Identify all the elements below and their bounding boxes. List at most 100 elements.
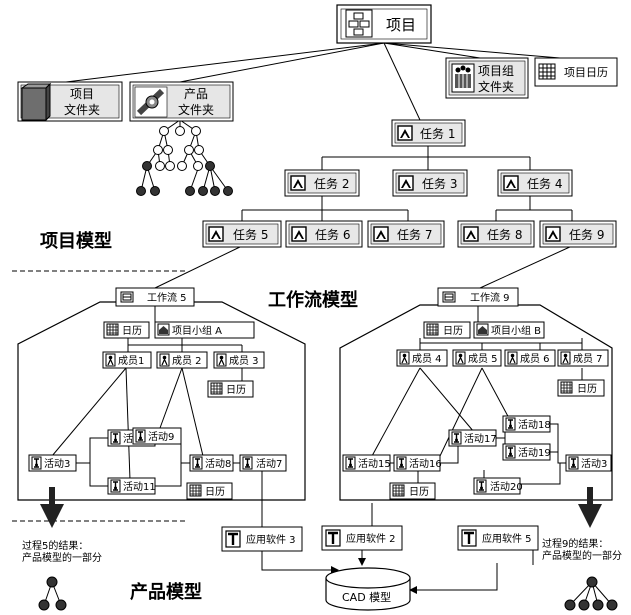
- project-model-label: 项目模型: [40, 230, 112, 252]
- activity-label: 活动8: [205, 458, 231, 470]
- workflow-9-member-calendar[interactable]: 日历: [557, 379, 605, 397]
- workflow-5-team[interactable]: 项目小组 A: [154, 321, 255, 339]
- activity-icon: [345, 456, 356, 470]
- task-5[interactable]: 任务 5: [202, 220, 282, 248]
- workflow-5-member-3[interactable]: 成员 3: [213, 351, 265, 369]
- product-model-label: 产品模型: [130, 581, 202, 603]
- workflow-9-calendar[interactable]: 日历: [423, 321, 471, 339]
- task-9[interactable]: 任务 9: [539, 220, 617, 248]
- software-2[interactable]: 应用软件 2: [321, 525, 403, 551]
- workflow-icon: [442, 291, 456, 303]
- activity-8[interactable]: 活动8: [189, 454, 234, 472]
- activity-icon: [396, 456, 407, 470]
- workflow-9-member-5[interactable]: 成员 5: [452, 349, 502, 367]
- software-label: 应用软件 5: [482, 532, 532, 545]
- member-label: 成员1: [118, 355, 144, 367]
- activity-label: 活动15: [358, 458, 391, 470]
- task-7-label: 任务 7: [397, 227, 432, 242]
- calendar-icon: [426, 323, 439, 336]
- workflow-5-calendar-label: 日历: [122, 325, 142, 337]
- task-icon: [463, 226, 479, 242]
- task-icon: [398, 175, 414, 191]
- workflow-9-title: 工作流 9: [470, 291, 510, 304]
- team-folder-label-1: 项目组: [478, 64, 514, 78]
- workflow-9-member-7[interactable]: 成员 7: [557, 349, 609, 367]
- workflow-5-title-node[interactable]: 工作流 5: [115, 287, 195, 307]
- task-8-label: 任务 8: [487, 227, 522, 242]
- activity-label: 活动7: [256, 458, 282, 470]
- team-icon: [157, 323, 170, 336]
- workflow-9-team[interactable]: 项目小组 B: [473, 321, 545, 339]
- activity-label: 活动18: [518, 419, 551, 431]
- cad-model-label: CAD 模型: [342, 590, 391, 604]
- person-icon: [216, 353, 227, 367]
- software-icon: [460, 528, 478, 548]
- project-node[interactable]: 项目: [336, 4, 432, 44]
- project-tree-lines: [65, 42, 573, 289]
- product-folder-node[interactable]: 产品 文件夹: [129, 81, 234, 122]
- task-icon: [290, 175, 306, 191]
- activity-icon: [135, 429, 146, 443]
- activity-icon: [192, 456, 203, 470]
- person-icon: [159, 353, 170, 367]
- workflow-5-bottom-calendar[interactable]: 日历: [186, 482, 233, 500]
- person-icon: [399, 351, 410, 365]
- software-label: 应用软件 3: [246, 533, 296, 546]
- workflow-9-lines: [371, 305, 583, 594]
- activity-icon: [451, 431, 462, 445]
- project-calendar-label: 项目日历: [564, 66, 608, 79]
- software-3[interactable]: 应用软件 3: [221, 526, 303, 552]
- task-6[interactable]: 任务 6: [285, 220, 363, 248]
- activity-19[interactable]: 活动19: [502, 443, 551, 461]
- workflow-5-member-2[interactable]: 成员 2: [156, 351, 208, 369]
- activity-18[interactable]: 活动18: [502, 415, 551, 433]
- task-icon: [503, 175, 519, 191]
- calendar-label: 日历: [409, 486, 429, 498]
- workflow-5-title: 工作流 5: [147, 291, 187, 304]
- activity-7[interactable]: 活动7: [239, 454, 287, 472]
- task-2[interactable]: 任务 2: [284, 169, 360, 197]
- workflow-9-member-4[interactable]: 成员 4: [396, 349, 448, 367]
- task-4[interactable]: 任务 4: [497, 169, 573, 197]
- task-icon: [397, 125, 413, 141]
- task-1[interactable]: 任务 1: [391, 119, 466, 147]
- workflow-9-title-node[interactable]: 工作流 9: [437, 287, 519, 307]
- workflow-model-label: 工作流模型: [268, 289, 358, 311]
- person-icon: [507, 351, 518, 365]
- workflow-5-member-calendar[interactable]: 日历: [207, 380, 254, 398]
- workflow-5-member-1[interactable]: 成员1: [102, 351, 152, 369]
- team-folder-label-2: 文件夹: [478, 79, 514, 94]
- activity-20[interactable]: 活动20: [473, 477, 523, 495]
- cad-model-cylinder[interactable]: CAD 模型: [325, 567, 411, 611]
- task-8[interactable]: 任务 8: [457, 220, 535, 248]
- team-folder-node[interactable]: 项目组 文件夹: [445, 57, 529, 99]
- task-4-label: 任务 4: [527, 176, 562, 191]
- project-calendar-node[interactable]: 项目日历: [534, 57, 618, 87]
- activity-15[interactable]: 活动15: [342, 454, 391, 472]
- workflow-9-bottom-calendar[interactable]: 日历: [389, 482, 436, 500]
- activity-11[interactable]: 活动11: [107, 477, 156, 495]
- activity-icon: [110, 479, 121, 493]
- activity-16[interactable]: 活动16: [393, 454, 442, 472]
- activity-9[interactable]: 活动9: [132, 427, 182, 445]
- activity-17[interactable]: 活动17: [448, 429, 497, 447]
- activity-icon: [505, 445, 516, 459]
- task-5-label: 任务 5: [233, 227, 268, 242]
- activity-label: 活动3: [44, 458, 70, 470]
- member-label: 成员 4: [412, 353, 442, 365]
- workflow-5-calendar[interactable]: 日历: [103, 321, 150, 339]
- activity-3-wf5[interactable]: 活动3: [28, 454, 77, 472]
- result-5-product-tree: [38, 576, 67, 611]
- member-label: 成员 2: [172, 355, 202, 367]
- team-icon: [476, 323, 489, 336]
- task-3[interactable]: 任务 3: [392, 169, 468, 197]
- workflow-9-member-6[interactable]: 成员 6: [504, 349, 556, 367]
- project-folder-node[interactable]: 项目 文件夹: [17, 81, 123, 122]
- activity-3-wf9[interactable]: 活动3: [565, 454, 612, 472]
- task-7[interactable]: 任务 7: [367, 220, 445, 248]
- member-label: 成员 5: [468, 353, 498, 365]
- calendar-icon: [392, 484, 405, 497]
- activity-icon: [242, 456, 253, 470]
- software-5[interactable]: 应用软件 5: [457, 525, 539, 551]
- activity-label: 活动9: [148, 431, 174, 443]
